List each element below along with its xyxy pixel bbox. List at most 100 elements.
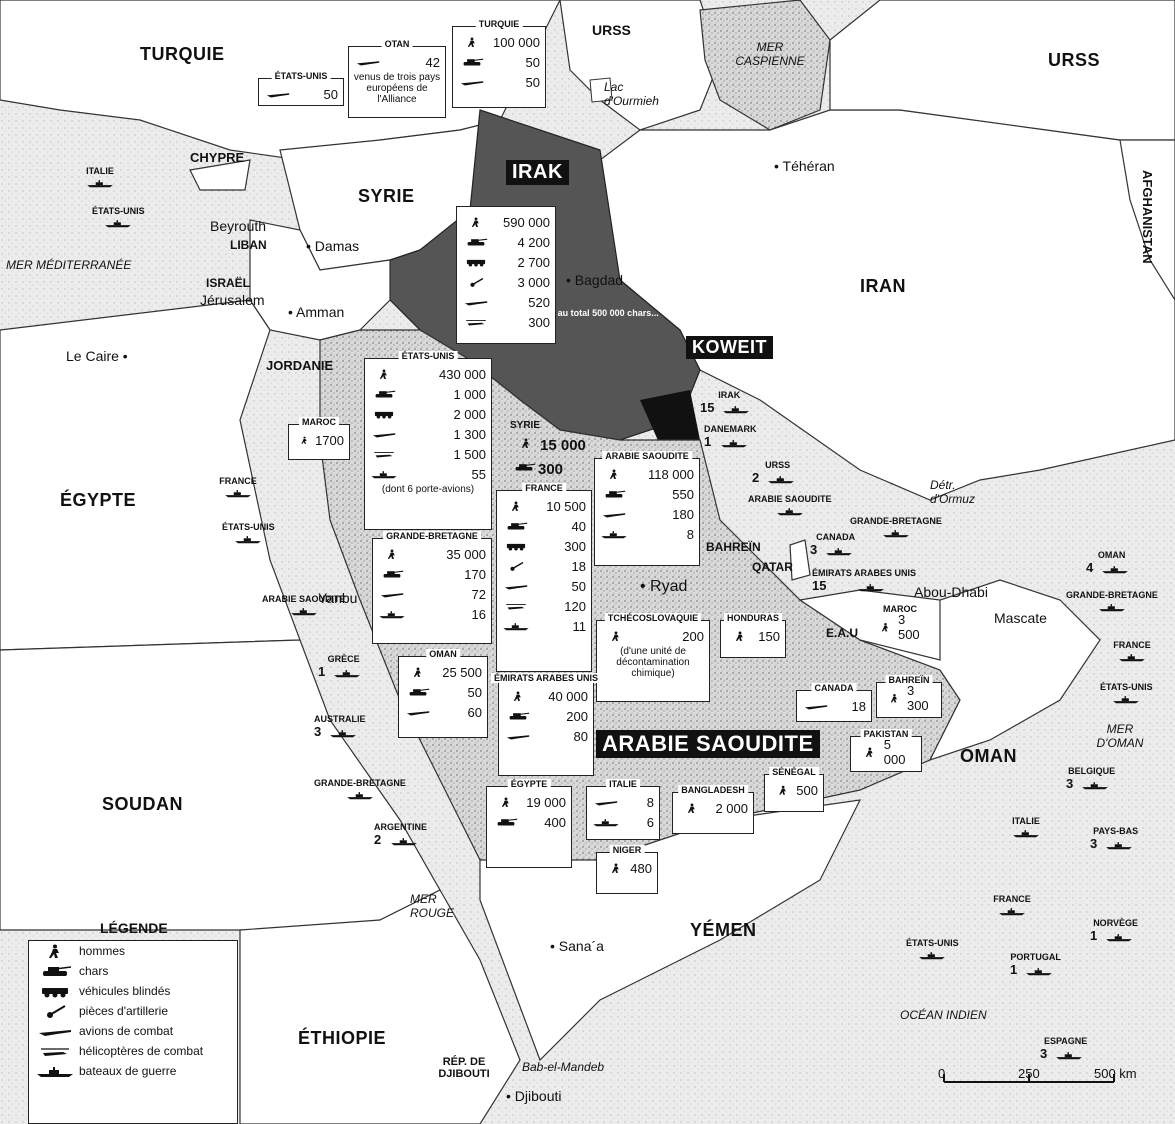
tank-icon	[605, 490, 626, 498]
fleet-name: AUSTRALIE	[314, 714, 366, 724]
force-value: 80	[573, 728, 588, 744]
ship-icon	[919, 952, 946, 960]
fleet-name: ÉTATS-UNIS	[1100, 682, 1153, 692]
force-row: 11	[497, 616, 591, 636]
ship-icon	[723, 405, 750, 413]
man-icon	[881, 622, 888, 632]
country-koweit: KOWEIT	[686, 336, 773, 359]
box-title: FRANCE	[522, 483, 566, 493]
city-amman-label: Amman	[296, 304, 345, 320]
tank-icon	[43, 966, 72, 976]
force-value: 50	[467, 684, 482, 700]
fleet-count: 1	[704, 434, 712, 449]
force-row: 118 000	[595, 464, 699, 484]
tank-icon	[509, 712, 530, 720]
box-title: OTAN	[381, 39, 413, 49]
force-value: 2 000	[453, 406, 486, 422]
force-row: 42	[349, 52, 445, 72]
force-value: 180	[672, 506, 694, 522]
tank-icon	[507, 522, 528, 530]
force-value: 1 000	[453, 386, 486, 402]
syrie-forces-tanks: 300	[510, 460, 563, 478]
ship-icon	[1082, 781, 1109, 789]
force-row: 8	[587, 792, 659, 812]
fleet-name: BELGIQUE	[1068, 766, 1116, 776]
plane-icon	[266, 93, 290, 98]
tank-icon	[409, 688, 430, 696]
ship-icon	[334, 669, 361, 677]
force-row: 100 000	[453, 32, 545, 52]
force-row: 120	[497, 596, 591, 616]
sea-oman: MER D'OMAN	[1096, 722, 1144, 750]
country-djibouti: RÉP. DE DJIBOUTI	[438, 1056, 490, 1080]
fleet-name: ITALIE	[86, 166, 114, 176]
fleet-count: 1	[1010, 962, 1018, 977]
force-row: 6	[587, 812, 659, 832]
city-jerusalem: Jérusalem	[200, 292, 265, 308]
ship-icon	[776, 508, 803, 516]
box-title: BAHREÏN	[885, 675, 933, 685]
fleet-gb-gulf: GRANDE-BRETAGNE	[850, 516, 942, 538]
force-value: 5 000	[883, 737, 906, 767]
plane-icon	[804, 705, 828, 710]
force-row: 1700	[289, 430, 349, 450]
country-urss-ne: URSS	[1048, 50, 1101, 70]
scale-tick-250: 250	[1018, 1066, 1040, 1081]
force-row: 2 700	[457, 252, 555, 272]
fleet-usa-oman: ÉTATS-UNIS	[1100, 682, 1153, 704]
force-row: 480	[597, 858, 657, 878]
force-row: 200	[499, 706, 593, 726]
fleet-usa-med: ÉTATS-UNIS	[92, 206, 145, 228]
man-icon	[49, 944, 59, 958]
scale-tick-0: 0	[938, 1066, 946, 1081]
fleet-gb-red: GRANDE-BRETAGNE	[314, 778, 406, 800]
box-title: ÉTATS-UNIS	[398, 351, 458, 361]
ship-icon	[371, 471, 397, 479]
force-row: 18	[797, 696, 871, 716]
fleet-name: ÉMIRATS ARABES UNIS	[812, 568, 917, 578]
man-icon	[512, 436, 540, 450]
fleet-name: FRANCE	[219, 476, 257, 486]
force-value: 50	[323, 86, 338, 102]
box-title: ÉTATS-UNIS	[271, 71, 331, 81]
force-value: 11	[572, 618, 587, 634]
force-value: 550	[672, 486, 694, 502]
plane-icon	[372, 433, 396, 438]
force-row: 1 500	[365, 444, 491, 464]
plane-icon	[406, 711, 430, 716]
force-value: 520	[528, 294, 550, 310]
city-djibouti-label: Djibouti	[514, 1088, 562, 1104]
man-icon	[471, 217, 479, 227]
force-value: 50	[571, 578, 586, 594]
force-value: 60	[467, 704, 482, 720]
force-value: 55	[471, 466, 486, 482]
box-note: (dont 6 porte-avions)	[381, 484, 475, 495]
force-row: 50	[453, 72, 545, 92]
legend-item-artillerie: pièces d'artillerie	[29, 1001, 237, 1021]
fleet-name: GRÈCE	[327, 654, 360, 664]
fleet-name: ESPAGNE	[1043, 1036, 1088, 1046]
force-value: 150	[758, 628, 780, 644]
legend-item-chars: chars	[29, 961, 237, 981]
force-row: 590 000	[457, 212, 555, 232]
force-row: 72	[373, 584, 491, 604]
city-beyrouth: Beyrouth	[210, 218, 267, 234]
force-row: 55	[365, 464, 491, 484]
fleet-name: IRAK	[718, 390, 741, 400]
country-qatar: QATAR	[752, 560, 793, 574]
box-note: venus de trois pays européens de l'Allia…	[353, 72, 441, 105]
fleet-france-ind: FRANCE	[990, 894, 1034, 916]
fleet-name: NORVÈGE	[1093, 918, 1139, 928]
plane-icon	[39, 1030, 71, 1036]
legend-label-bateaux: bateaux de guerre	[79, 1064, 177, 1078]
